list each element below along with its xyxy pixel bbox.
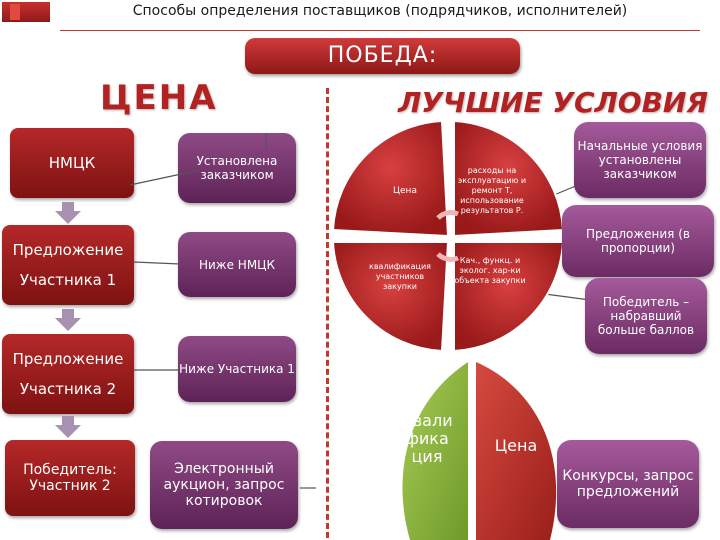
cycle-arrow-icon	[436, 252, 459, 262]
auction-box: Электронный аукцион, запрос котировок	[150, 441, 298, 529]
pie-slice-price	[331, 119, 450, 238]
leaf-right-half	[476, 362, 557, 540]
leaf-label-qualification: Квали фика ция	[401, 411, 453, 466]
proposals-box: Предложения (в пропорции)	[562, 205, 714, 277]
pobeda-banner: ПОБЕДА:	[245, 38, 520, 74]
pie-label-price: Цена	[393, 186, 417, 196]
nmck-box: НМЦК	[10, 128, 134, 198]
criteria-pie	[331, 119, 565, 353]
arrow-down-icon	[55, 309, 81, 331]
best-conditions-heading: ЛУЧШИЕ УСЛОВИЯ	[398, 86, 708, 119]
price-heading: ЦЕНА	[100, 78, 218, 118]
cycle-arrow-icon	[436, 210, 459, 220]
center-divider	[326, 88, 329, 538]
below-participant1-box: Ниже Участника 1	[178, 336, 296, 402]
pie-label-quality: Кач., функц. и эколог. хар-ки объекта за…	[454, 256, 526, 285]
participant2-box: Предложение Участника 2	[2, 334, 134, 414]
page-title: Способы определения поставщиков (подрядч…	[132, 3, 628, 19]
logo-accent	[10, 4, 20, 20]
initial-conditions-box: Начальные условия установлены заказчиком	[574, 122, 706, 198]
header-divider	[60, 30, 700, 31]
winner-points-box: Победитель – набравший больше баллов	[585, 278, 707, 354]
pie-label-qualification: квалификация участников закупки	[369, 262, 431, 291]
pie-slice-costs	[453, 119, 565, 238]
contests-box: Конкурсы, запрос предложений	[557, 440, 699, 528]
set-by-customer-box: Установлена заказчиком	[178, 133, 296, 203]
participant1-box: Предложение Участника 1	[2, 225, 134, 305]
arrow-down-icon	[55, 202, 81, 224]
below-nmck-box: Ниже НМЦК	[178, 232, 296, 297]
pie-slice-qualification	[331, 241, 450, 353]
winner-box: Победитель: Участник 2	[5, 440, 135, 516]
leaf-label-price: Цена	[494, 436, 538, 455]
pie-label-costs: расходы на эксплуатацию и ремонт Т, испо…	[457, 166, 527, 215]
leaf-shape	[402, 362, 557, 540]
pie-slice-quality	[453, 241, 565, 353]
leaf-left-half	[402, 362, 468, 540]
arrow-down-icon	[55, 416, 81, 438]
